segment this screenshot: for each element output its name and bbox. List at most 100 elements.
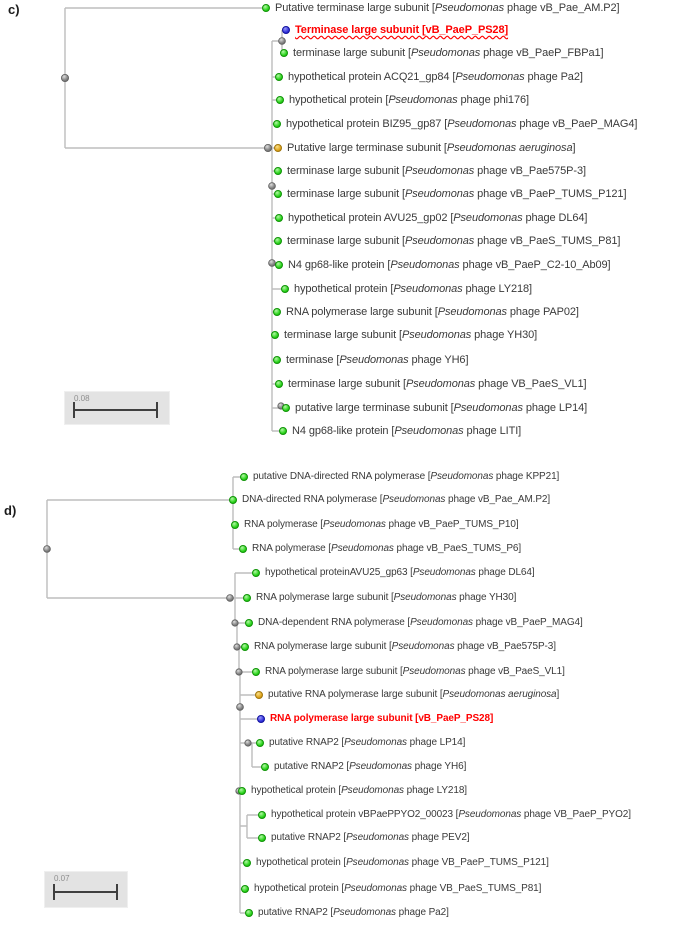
panel-label-d: d) (4, 503, 17, 518)
leaf-label: hypothetical protein ACQ21_gp84 [Pseudom… (288, 71, 583, 83)
leaf-node-green-icon (258, 834, 266, 842)
scale-bar-c-tick-right (156, 402, 158, 418)
tree-leaf: terminase large subunit [Pseudomonas pha… (271, 328, 537, 342)
leaf-node-green-icon (275, 214, 283, 222)
leaf-label: putative RNA polymerase large subunit [P… (268, 689, 560, 700)
tree-leaf: hypothetical protein AVU25_gp02 [Pseudom… (275, 211, 587, 225)
tree-leaf: hypothetical protein BIZ95_gp87 [Pseudom… (273, 117, 637, 131)
leaf-label: Putative terminase large subunit [Pseudo… (275, 2, 620, 14)
leaf-node-green-icon (281, 285, 289, 293)
scale-bar-d-value: 0.07 (54, 874, 70, 883)
tree-leaf: putative RNAP2 [Pseudomonas phage PEV2] (258, 831, 470, 845)
tree-leaf: terminase large subunit [Pseudomonas pha… (280, 46, 604, 60)
leaf-label: DNA-dependent RNA polymerase [Pseudomona… (258, 617, 583, 628)
tree-leaf: RNA polymerase large subunit [vB_PaeP_PS… (257, 712, 493, 726)
tree-leaf: putative RNA polymerase large subunit [P… (255, 688, 559, 702)
leaf-node-green-icon (273, 308, 281, 316)
leaf-label: hypothetical protein vBPaePPYO2_00023 [P… (271, 809, 631, 820)
leaf-node-orange-icon (255, 691, 263, 699)
leaf-label: terminase large subunit [Pseudomonas pha… (284, 329, 538, 341)
scale-bar-c-tick-left (73, 402, 75, 418)
leaf-node-green-icon (274, 167, 282, 175)
tree-leaf: RNA polymerase large subunit [Pseudomona… (241, 640, 556, 654)
tree-leaf: RNA polymerase [Pseudomonas phage vB_Pae… (231, 518, 519, 532)
tree-leaf: hypothetical protein [Pseudomonas phage … (276, 93, 529, 107)
leaf-label: putative large terminase subunit [Pseudo… (295, 402, 588, 414)
leaf-label: N4 gp68-like protein [Pseudomonas phage … (292, 425, 522, 437)
leaf-label: terminase large subunit [Pseudomonas pha… (293, 47, 604, 59)
tree-d-internal-nodes (43, 545, 252, 795)
tree-leaf: putative RNAP2 [Pseudomonas phage LP14] (256, 736, 465, 750)
tree-leaf: Putative terminase large subunit [Pseudo… (262, 1, 620, 15)
leaf-node-green-icon (273, 356, 281, 364)
leaf-node-green-icon (273, 120, 281, 128)
leaf-node-green-icon (243, 594, 251, 602)
tree-leaf: hypothetical protein [Pseudomonas phage … (241, 882, 541, 896)
leaf-node-green-icon (262, 4, 270, 12)
tree-leaf: N4 gp68-like protein [Pseudomonas phage … (275, 258, 611, 272)
leaf-label: terminase large subunit [Pseudomonas pha… (288, 378, 587, 390)
panel-label-c: c) (8, 2, 20, 17)
leaf-label: putative DNA-directed RNA polymerase [Ps… (253, 471, 560, 482)
leaf-label: putative RNAP2 [Pseudomonas phage YH6] (274, 761, 467, 772)
leaf-node-green-icon (256, 739, 264, 747)
scale-bar-d-line (53, 891, 118, 893)
tree-leaf: terminase [Pseudomonas phage YH6] (273, 353, 469, 367)
scale-bar-d: 0.07 (44, 871, 128, 908)
tree-leaf: hypothetical protein [Pseudomonas phage … (238, 784, 467, 798)
leaf-node-green-icon (252, 668, 260, 676)
leaf-node-green-icon (239, 545, 247, 553)
tree-leaf: putative RNAP2 [Pseudomonas phage Pa2] (245, 906, 449, 920)
tree-leaf: Terminase large subunit [vB_PaeP_PS28] (282, 23, 508, 37)
leaf-node-green-icon (275, 380, 283, 388)
leaf-label: terminase large subunit [Pseudomonas pha… (287, 235, 621, 247)
scale-bar-c-line (73, 409, 158, 411)
leaf-node-green-icon (282, 404, 290, 412)
leaf-label: RNA polymerase large subunit [Pseudomona… (286, 306, 579, 318)
tree-leaf: terminase large subunit [Pseudomonas pha… (274, 187, 627, 201)
leaf-node-green-icon (275, 261, 283, 269)
leaf-label: RNA polymerase large subunit [Pseudomona… (254, 641, 556, 652)
leaf-label: terminase [Pseudomonas phage YH6] (286, 354, 469, 366)
tree-leaf: DNA-dependent RNA polymerase [Pseudomona… (245, 616, 583, 630)
leaf-node-green-icon (240, 473, 248, 481)
leaf-node-green-icon (261, 763, 269, 771)
leaf-label: terminase large subunit [Pseudomonas pha… (287, 188, 627, 200)
leaf-label: RNA polymerase large subunit [Pseudomona… (265, 666, 565, 677)
leaf-node-green-icon (271, 331, 279, 339)
leaf-label: N4 gp68-like protein [Pseudomonas phage … (288, 259, 611, 271)
tree-leaf: terminase large subunit [Pseudomonas pha… (275, 377, 587, 391)
leaf-node-blue-icon (282, 26, 290, 34)
tree-leaf: RNA polymerase large subunit [Pseudomona… (273, 305, 579, 319)
tree-leaf: Putative large terminase subunit [Pseudo… (274, 141, 576, 155)
leaf-label: hypothetical protein [Pseudomonas phage … (254, 883, 542, 894)
leaf-node-orange-icon (274, 144, 282, 152)
leaf-label: hypothetical protein [Pseudomonas phage … (294, 283, 532, 295)
leaf-node-green-icon (280, 49, 288, 57)
leaf-label: Terminase large subunit [vB_PaeP_PS28] (295, 24, 509, 36)
leaf-node-green-icon (274, 190, 282, 198)
leaf-label: hypothetical protein [Pseudomonas phage … (251, 785, 467, 796)
tree-c-internal-nodes (61, 37, 286, 410)
tree-leaf: RNA polymerase large subunit [Pseudomona… (243, 591, 516, 605)
leaf-label: terminase large subunit [Pseudomonas pha… (287, 165, 586, 177)
tree-leaf: N4 gp68-like protein [Pseudomonas phage … (279, 424, 521, 438)
leaf-label: hypothetical protein [Pseudomonas phage … (256, 857, 549, 868)
leaf-label: putative RNAP2 [Pseudomonas phage Pa2] (258, 907, 449, 918)
scale-bar-c: 0.08 (64, 391, 170, 425)
leaf-node-green-icon (241, 885, 249, 893)
leaf-node-green-icon (274, 237, 282, 245)
tree-leaf: terminase large subunit [Pseudomonas pha… (274, 234, 620, 248)
tree-leaf: hypothetical protein [Pseudomonas phage … (281, 282, 532, 296)
tree-leaf: hypothetical proteinAVU25_gp63 [Pseudomo… (252, 566, 535, 580)
leaf-node-green-icon (238, 787, 246, 795)
leaf-node-green-icon (229, 496, 237, 504)
tree-leaf: putative DNA-directed RNA polymerase [Ps… (240, 470, 559, 484)
leaf-label: RNA polymerase large subunit [vB_PaeP_PS… (270, 713, 494, 724)
leaf-node-green-icon (258, 811, 266, 819)
leaf-node-green-icon (241, 643, 249, 651)
leaf-label: RNA polymerase [Pseudomonas phage vB_Pae… (252, 543, 522, 554)
scale-bar-d-tick-right (116, 884, 118, 900)
leaf-node-green-icon (245, 619, 253, 627)
